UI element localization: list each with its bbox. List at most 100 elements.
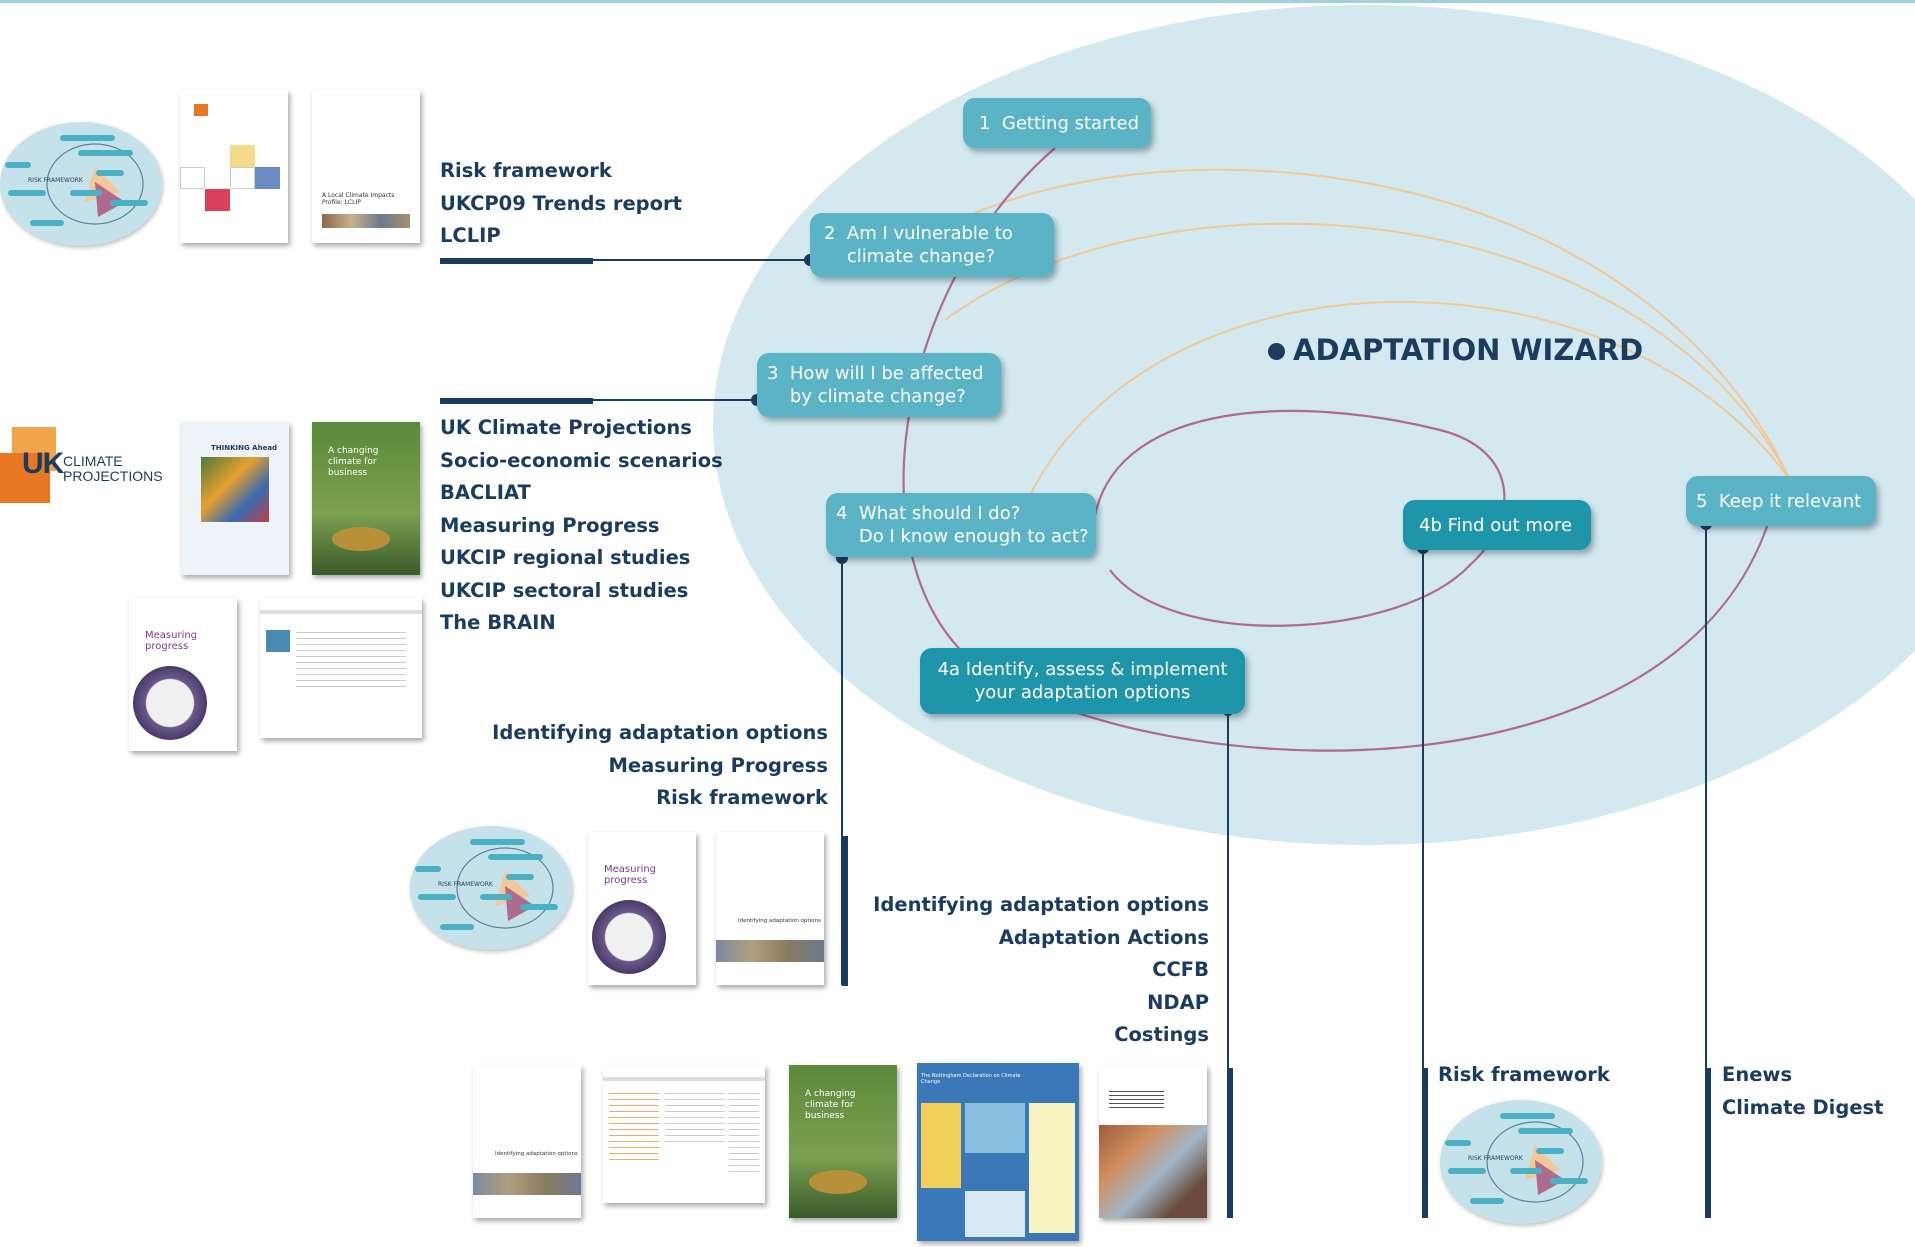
doc-title-text: A Local Climate Impacts Profile: LCLIP xyxy=(322,192,395,206)
costings-thumbnail[interactable] xyxy=(1099,1065,1207,1218)
logo-uk-text: UK xyxy=(22,447,64,480)
measuring-progress-thumbnail[interactable]: Measuring progress xyxy=(588,832,696,985)
changing-climate-thumbnail[interactable]: A changing climate for business xyxy=(789,1065,897,1218)
changing-climate-thumbnail[interactable]: A changing climate for business xyxy=(312,422,420,575)
brain-website-thumbnail[interactable] xyxy=(260,598,422,738)
doc-square xyxy=(255,167,280,189)
logo-square-front xyxy=(0,453,50,503)
doc-title-text: A changing climate for business xyxy=(805,1089,856,1121)
nottingham-declaration-thumbnail[interactable]: The Nottingham Declaration on Climate Ch… xyxy=(917,1063,1079,1241)
step-3-affected[interactable]: 3 How will I be affected by climate chan… xyxy=(757,353,1001,417)
doc-square xyxy=(230,145,255,167)
step-2-vulnerable[interactable]: 2 Am I vulnerable to climate change? xyxy=(810,213,1054,277)
resource-link[interactable]: UKCIP sectoral studies xyxy=(440,578,689,602)
thinking-ahead-thumbnail[interactable]: THINKING Ahead xyxy=(181,422,289,575)
resource-link[interactable]: Adaptation Actions xyxy=(998,925,1209,949)
resource-link[interactable]: Measuring Progress xyxy=(440,513,660,537)
step-2-line1: 2 Am I vulnerable to xyxy=(824,223,1013,244)
risk-framework-diagram-icon: RISK FRAMEWORK xyxy=(5,135,148,226)
resource-link[interactable]: Socio-economic scenarios xyxy=(440,448,723,472)
resource-link[interactable]: Climate Digest xyxy=(1722,1095,1884,1119)
doc-panel xyxy=(921,1103,961,1188)
doc-panel xyxy=(965,1191,1025,1237)
resource-link[interactable]: CCFB xyxy=(1152,958,1209,981)
doc-title-text: Identifying adaptation options xyxy=(495,1151,578,1157)
risk-framework-diagram-icon: RISK FRAMEWORK xyxy=(1445,1113,1588,1204)
doc-text-block xyxy=(729,1093,759,1173)
step-4-line1: 4 What should I do? xyxy=(836,503,1021,524)
step-1-getting-started[interactable]: 1 Getting started xyxy=(963,98,1151,148)
bar-group4 xyxy=(1227,1068,1233,1218)
doc-image-block xyxy=(266,630,290,652)
bar-group5 xyxy=(1422,1068,1428,1218)
top-border xyxy=(0,0,1915,3)
step-5-keep-relevant[interactable]: 5 Keep it relevant xyxy=(1686,476,1876,526)
title-bullet xyxy=(1268,343,1285,360)
risk-framework-diagram-icon: RISK FRAMEWORK xyxy=(415,839,558,930)
step-3-line1: 3 How will I be affected xyxy=(767,363,984,384)
compass-image xyxy=(592,900,666,974)
doc-photo-strip xyxy=(716,940,824,962)
doc-title-text: A changing climate for business xyxy=(328,446,379,478)
risk-framework-thumbnail[interactable]: RISK FRAMEWORK xyxy=(410,826,572,950)
step-4b-label: 4b Find out more xyxy=(1419,514,1573,536)
logo-projections-text: PROJECTIONS xyxy=(63,468,163,484)
step-4-line2: Do I know enough to act? xyxy=(836,526,1089,547)
bar-group6 xyxy=(1705,1068,1711,1218)
resource-link[interactable]: NDAP xyxy=(1147,990,1209,1014)
step-4a-identify[interactable]: 4a Identify, assess & implement your ada… xyxy=(920,648,1245,714)
resource-link[interactable]: Risk framework xyxy=(656,786,828,809)
doc-header-text: The Nottingham Declaration on Climate Ch… xyxy=(921,1073,1021,1085)
logo-climate-text: CLIMATE xyxy=(63,453,123,469)
identifying-options-thumbnail[interactable]: Identifying adaptation options xyxy=(716,832,824,985)
doc-title-text: THINKING Ahead xyxy=(211,444,278,452)
resource-link[interactable]: UK Climate Projections xyxy=(440,416,692,439)
resources-group-3: Identifying adaptation options Measuring… xyxy=(492,717,828,815)
resource-link[interactable]: Enews xyxy=(1722,1063,1793,1086)
step-2-line2: climate change? xyxy=(824,246,995,267)
lclip-thumbnail[interactable]: A Local Climate Impacts Profile: LCLIP xyxy=(312,90,420,243)
resource-link[interactable]: Risk framework xyxy=(440,159,612,182)
resources-group-1: Risk framework UKCP09 Trends report LCLI… xyxy=(440,155,682,253)
risk-framework-thumbnail[interactable]: RISK FRAMEWORK xyxy=(1440,1100,1602,1224)
resource-link[interactable]: UKCIP regional studies xyxy=(440,546,691,569)
resource-link[interactable]: Identifying adaptation options xyxy=(492,721,828,744)
resource-link[interactable]: The BRAIN xyxy=(440,611,556,634)
step-5-label: 5 Keep it relevant xyxy=(1696,490,1862,512)
resource-link[interactable]: Identifying adaptation options xyxy=(873,893,1209,916)
resource-link[interactable]: BACLIAT xyxy=(440,481,531,504)
doc-title-text: Measuring progress xyxy=(145,630,198,652)
compass-image xyxy=(133,666,207,740)
step-4a-line1: 4a Identify, assess & implement xyxy=(937,659,1228,680)
resource-link[interactable]: Risk framework xyxy=(1438,1063,1610,1086)
svg-text:RISK FRAMEWORK: RISK FRAMEWORK xyxy=(28,177,84,184)
adaptation-actions-thumbnail[interactable] xyxy=(603,1065,765,1203)
doc-title-text: Measuring progress xyxy=(604,864,657,886)
resource-link[interactable]: LCLIP xyxy=(440,224,501,247)
doc-text-block xyxy=(609,1093,659,1163)
doc-frog-image xyxy=(809,1170,867,1194)
doc-photo-strip xyxy=(473,1173,581,1195)
resources-group-4: Identifying adaptation options Adaptatio… xyxy=(873,889,1209,1052)
resource-link[interactable]: UKCP09 Trends report xyxy=(440,191,682,215)
step-4-what-should-i-do[interactable]: 4 What should I do? Do I know enough to … xyxy=(826,493,1096,557)
identifying-options-thumbnail[interactable]: Identifying adaptation options xyxy=(473,1065,581,1218)
svg-text:RISK FRAMEWORK: RISK FRAMEWORK xyxy=(1468,1155,1524,1162)
doc-frog-image xyxy=(332,527,390,551)
resource-link[interactable]: Costings xyxy=(1114,1023,1209,1046)
measuring-progress-thumbnail[interactable]: Measuring progress xyxy=(129,598,237,751)
doc-text-block xyxy=(665,1093,725,1143)
risk-framework-thumbnail[interactable]: RISK FRAMEWORK xyxy=(0,122,162,246)
doc-photo-collage xyxy=(1099,1125,1207,1218)
trends-report-thumbnail[interactable] xyxy=(180,90,288,243)
doc-text-block xyxy=(296,632,406,692)
resource-link[interactable]: Measuring Progress xyxy=(608,753,828,777)
doc-logo xyxy=(194,104,208,116)
resources-group-5: Risk framework xyxy=(1438,1059,1610,1092)
resources-group-2: UK Climate Projections Socio-economic sc… xyxy=(440,412,723,640)
step-4b-find-out-more[interactable]: 4b Find out more xyxy=(1403,500,1591,550)
bar-group2 xyxy=(440,398,593,404)
bar-group3 xyxy=(842,836,848,986)
bar-group1 xyxy=(440,258,593,264)
